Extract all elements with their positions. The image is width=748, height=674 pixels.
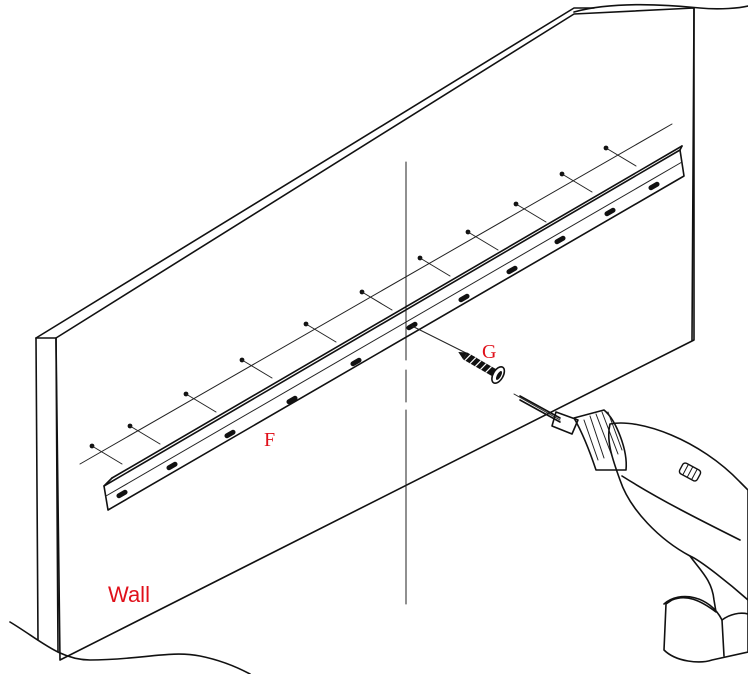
hole-marker-line (419, 257, 451, 277)
wall-panel (9, 3, 748, 674)
rail-slot (286, 395, 298, 405)
hole-marker-line (185, 393, 217, 413)
rail-slot (116, 489, 128, 499)
hole-marker-line (467, 231, 499, 251)
screw-label: G (482, 341, 496, 363)
rail-slot (506, 265, 518, 275)
hole-marker-line (91, 445, 123, 465)
hole-marker-line (305, 323, 337, 343)
rail-label: F (264, 429, 275, 451)
hole-marker-line (361, 291, 393, 311)
hole-marker-line (241, 359, 273, 379)
hole-marker-line (515, 203, 547, 223)
level-guide-line (79, 123, 673, 465)
hole-marker-line (129, 425, 161, 445)
rail-slot (224, 429, 236, 439)
hole-marker-line (561, 173, 593, 193)
rail-slot (458, 293, 470, 303)
rail-slot (166, 461, 178, 471)
mounting-hole-markers (89, 145, 637, 465)
rail-slots (116, 181, 660, 499)
rail-slot (350, 357, 362, 367)
rail-slot (648, 181, 660, 191)
screw-icon (458, 352, 506, 384)
rail-slot (604, 207, 616, 217)
mounting-rail (103, 145, 685, 511)
hole-marker-line (605, 147, 637, 167)
rail-slot (554, 235, 566, 245)
wall-label: Wall (108, 582, 150, 607)
power-drill-icon (519, 395, 748, 663)
